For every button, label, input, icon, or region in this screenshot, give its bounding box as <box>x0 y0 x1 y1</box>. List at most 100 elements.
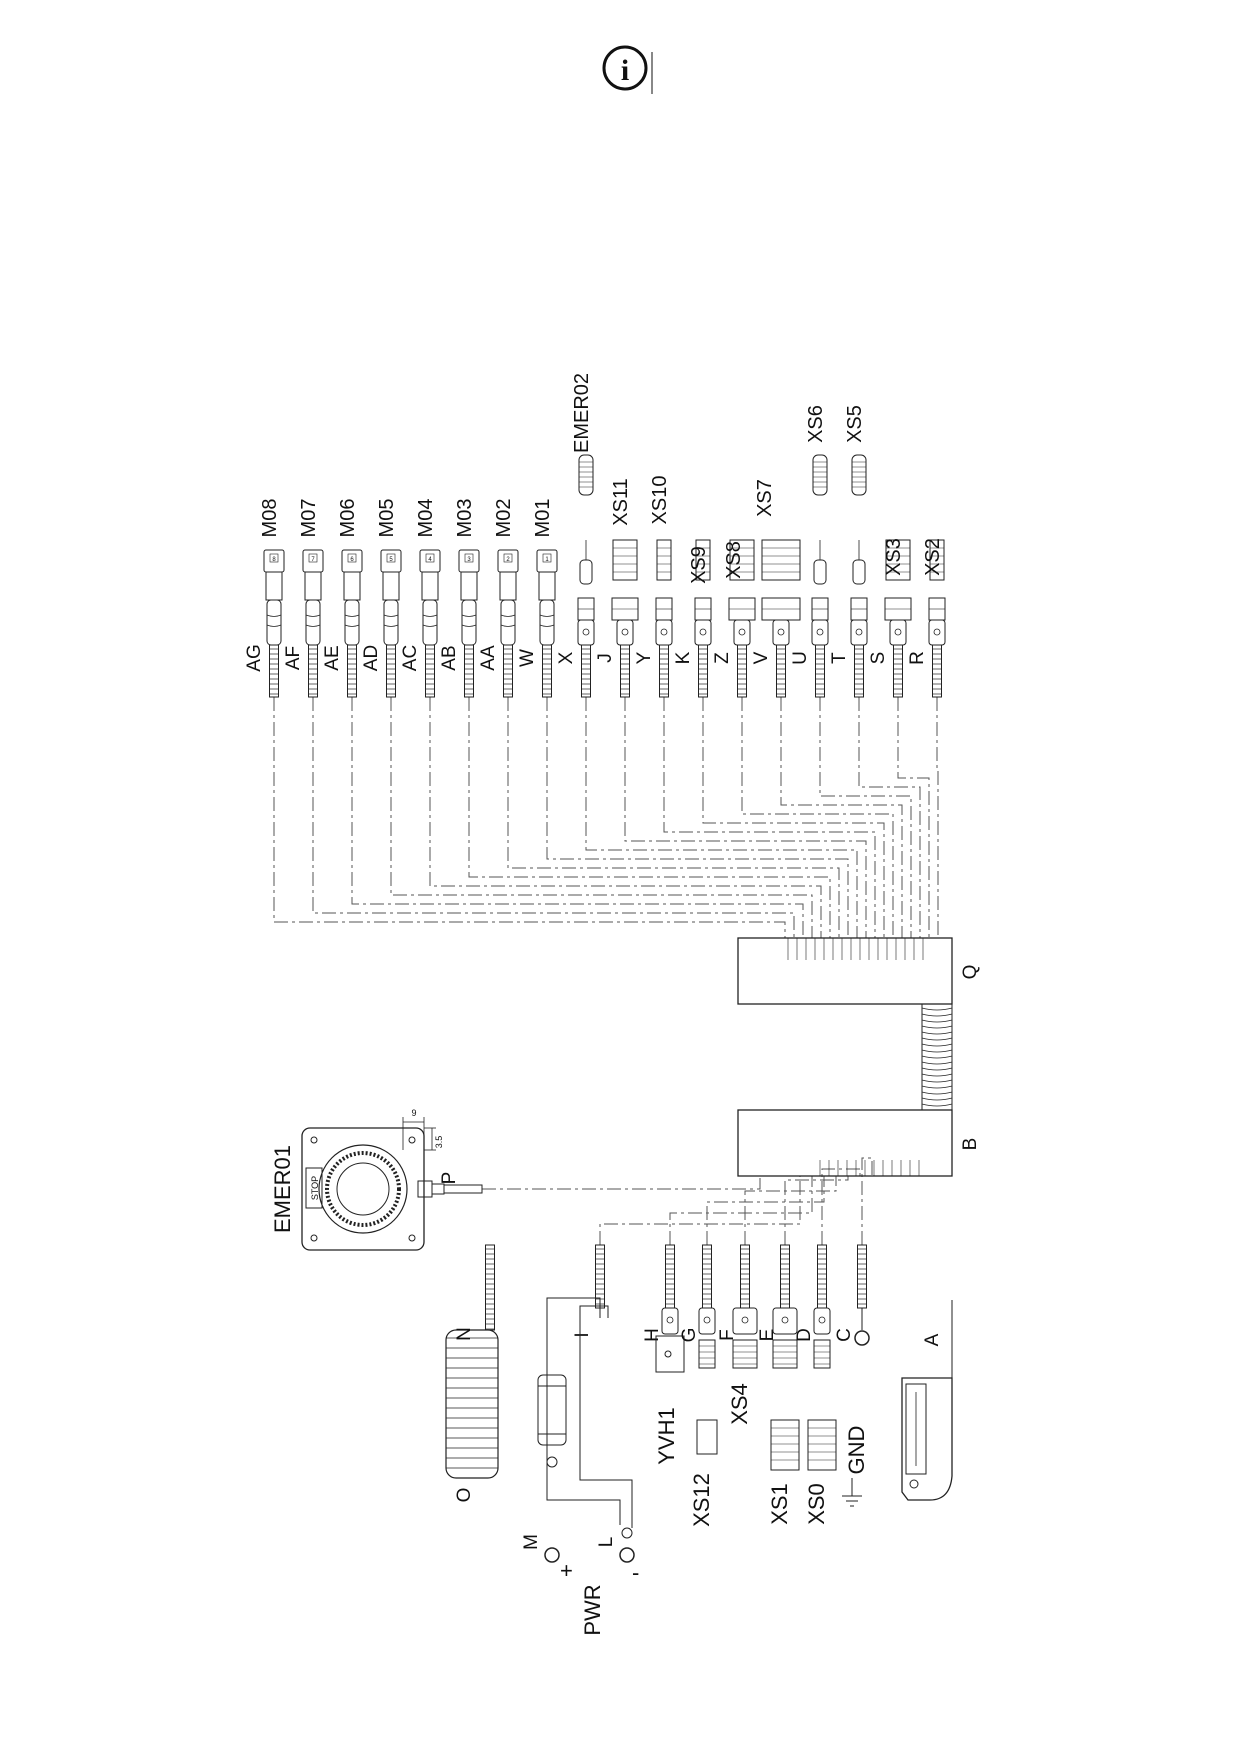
main-connector-a <box>901 1300 953 1501</box>
corrugated-conduit <box>921 1003 953 1111</box>
cable-r-label: R <box>907 651 928 665</box>
connector-xs4-label: XS4 <box>727 1383 752 1425</box>
connector-m02-label: M02 <box>493 499 515 538</box>
junction-box-q: Q <box>737 937 981 1005</box>
stop-label: STOP <box>310 1176 320 1200</box>
pin-number: 2 <box>506 557 510 563</box>
connector-xs10-label: XS10 <box>649 476 671 525</box>
connector-m04-label: M04 <box>415 499 437 538</box>
pin-number: 8 <box>272 557 276 563</box>
connector-m01-label: M01 <box>532 499 554 538</box>
cable-i-label: I <box>572 1332 593 1337</box>
cable-a-label: A <box>922 1333 943 1346</box>
connector-xs3-label: XS3 <box>883 538 905 576</box>
cable-p-label: P <box>439 1172 460 1185</box>
connector-xs1-label: XS1 <box>767 1483 792 1525</box>
cable-x-label: X <box>556 651 577 664</box>
ground-symbol <box>842 1478 862 1507</box>
connector-emer02-label: EMER02 <box>571 373 593 453</box>
cable-s-label: S <box>868 652 889 665</box>
cable-d-label: D <box>794 1328 815 1342</box>
pin-number: 3 <box>467 557 471 563</box>
cable-i: I <box>572 1244 605 1338</box>
cable-w-label: W <box>517 649 538 667</box>
connector-xs2-label: XS2 <box>922 538 944 576</box>
connector-xs12-label: XS12 <box>689 1473 714 1527</box>
top-connectors: 8M08AG7M07AF6M06AE5M05AD4M04AC3M03AB2M02… <box>244 373 946 698</box>
cable-j-label: J <box>595 653 616 663</box>
cable-f-label: F <box>717 1329 738 1341</box>
connector-xs9-label: XS9 <box>688 546 710 584</box>
minus-sign: - <box>632 1560 639 1585</box>
connector-xs0-label: XS0 <box>804 1483 829 1525</box>
connector-m03-label: M03 <box>454 499 476 538</box>
pin-number: 6 <box>350 557 354 563</box>
cable-g-label: G <box>679 1328 700 1343</box>
cable-e: E XS1 <box>757 1244 800 1525</box>
info-icon-glyph: i <box>621 54 629 87</box>
cable-d: D XS0 <box>794 1244 837 1525</box>
box-q-label: Q <box>960 965 981 980</box>
box-b-label: B <box>960 1138 981 1151</box>
cable-v-label: V <box>751 651 772 664</box>
cable-ae-label: AE <box>322 645 343 670</box>
cable-h: H YVH1 <box>642 1244 685 1465</box>
cable-ab-label: AB <box>439 645 460 670</box>
connector-xs8-label: XS8 <box>723 541 745 579</box>
cable-n-label: N <box>454 1327 475 1341</box>
cable-aa-label: AA <box>478 645 499 671</box>
connector-xs5-label: XS5 <box>844 405 866 443</box>
cable-f: F XS4 <box>717 1244 758 1425</box>
plus-sign: + <box>560 1558 573 1583</box>
connector-m08-label: M08 <box>259 499 281 538</box>
cable-ad-label: AD <box>361 645 382 671</box>
connector-gnd-label: GND <box>844 1426 869 1475</box>
junction-box-b: B <box>737 1109 981 1177</box>
cable-c: C GND <box>834 1244 870 1475</box>
cable-k-label: K <box>673 651 694 664</box>
cable-af-label: AF <box>283 646 304 670</box>
cable-ac-label: AC <box>400 645 421 671</box>
cable-e-label: E <box>757 1329 778 1342</box>
harness-wires <box>273 697 939 1245</box>
cable-u-label: U <box>790 651 811 665</box>
info-icon: i <box>602 45 653 94</box>
emergency-stop-unit: STOP 9 3.5 EMER01 P <box>270 1108 483 1251</box>
connector-o-label: O <box>454 1488 475 1503</box>
cable-y-label: Y <box>634 651 655 664</box>
lead-m-label: M <box>521 1534 542 1550</box>
cable-n: NO <box>445 1244 499 1503</box>
emer01-label: EMER01 <box>270 1145 295 1233</box>
cable-c-label: C <box>834 1328 855 1342</box>
lead-l-label: L <box>596 1537 617 1548</box>
pin-number: 1 <box>545 557 549 563</box>
pin-number: 4 <box>428 557 432 563</box>
cable-z-label: Z <box>712 652 733 664</box>
connector-m05-label: M05 <box>376 499 398 538</box>
dim-b-label: 3.5 <box>434 1136 444 1149</box>
cable-h-label: H <box>642 1328 663 1342</box>
connector-xs11-label: XS11 <box>610 478 632 525</box>
connector-xs7-label: XS7 <box>754 479 776 517</box>
power-leads: M L + - PWR <box>521 1297 639 1636</box>
cable-g: G XS12 <box>679 1244 718 1527</box>
connector-yvh1-label: YVH1 <box>654 1407 679 1464</box>
pin-number: 7 <box>311 557 315 563</box>
